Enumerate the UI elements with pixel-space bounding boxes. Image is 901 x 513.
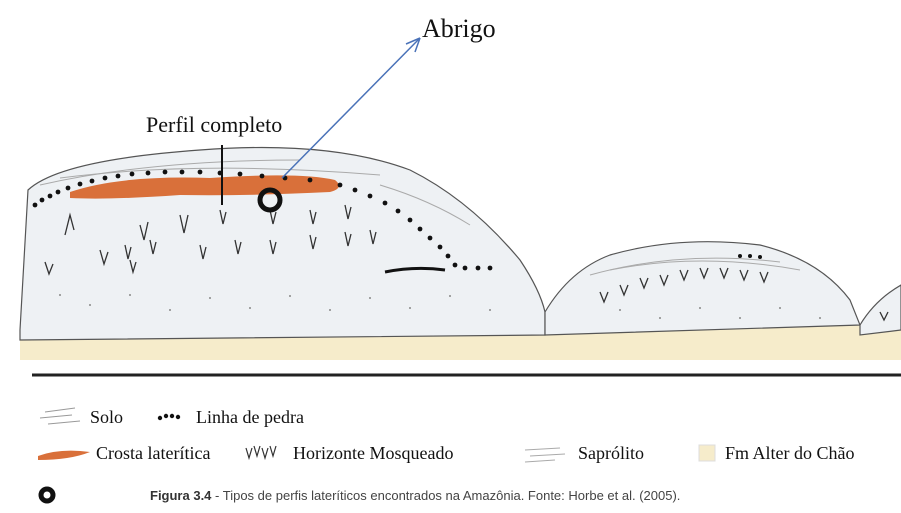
legend-alter-symbol: [699, 445, 715, 461]
legend-abrigo-symbol: [41, 489, 53, 501]
figure-caption: Figura 3.4 - Tipos de perfis lateríticos…: [150, 488, 680, 503]
perfil-completo-label: Perfil completo: [146, 112, 282, 138]
legend-mosqueado-label: Horizonte Mosqueado: [293, 443, 453, 464]
legend-linha-de-pedra-label: Linha de pedra: [196, 407, 304, 428]
figure-number: Figura 3.4: [150, 488, 211, 503]
figure-caption-text: - Tipos de perfis lateríticos encontrado…: [211, 488, 680, 503]
abrigo-label: Abrigo: [422, 14, 496, 44]
legend-saprolito-symbol: [525, 448, 565, 462]
legend-crosta-label: Crosta laterítica: [96, 443, 210, 464]
legend-crosta-symbol: [38, 451, 90, 460]
legend-linha-de-pedra-symbol: [158, 414, 180, 420]
legend-mosqueado-symbol: [246, 446, 276, 458]
legend-solo-symbol: [40, 408, 80, 424]
legend-alter-label: Fm Alter do Chão: [725, 443, 855, 464]
second-hill: [545, 242, 860, 335]
legend-solo-label: Solo: [90, 407, 123, 428]
third-hill: [860, 285, 901, 335]
legend-saprolito-label: Saprólito: [578, 443, 644, 464]
